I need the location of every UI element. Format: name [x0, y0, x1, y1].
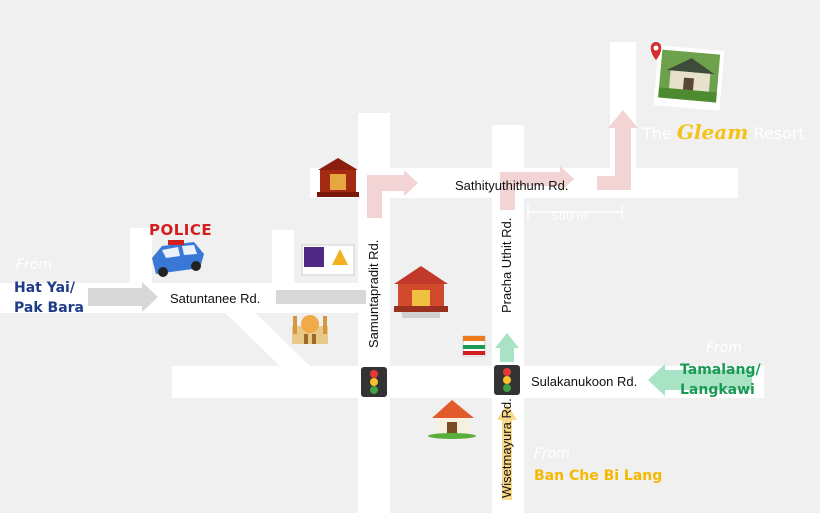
bank-icon [301, 244, 355, 276]
convenience-store-icon [462, 335, 486, 357]
resort-name: The Gleam Resort [642, 120, 805, 144]
distance-label: 500 m [552, 210, 588, 223]
route-arrow-east [500, 166, 574, 210]
road-label-pracha-uthit: Pracha Uthit Rd. [499, 217, 514, 313]
house-icon [428, 400, 476, 439]
resort-name-prefix: The [642, 124, 672, 143]
origin-west-line2: Pak Bara [14, 300, 84, 316]
origin-west: Hat Yai/ Pak Bara [14, 278, 84, 318]
road-label-saturntanee: Satuntanee Rd. [170, 291, 261, 306]
origin-west-line1: Hat Yai/ [14, 280, 75, 296]
road-spur-west [130, 228, 152, 298]
road-label-sulakanukoon: Sulakanukoon Rd. [531, 374, 638, 389]
east-arrow [648, 364, 752, 396]
origin-east: Tamalang/ Langkawi [680, 360, 761, 400]
north-arrow-pracha [495, 333, 519, 362]
south-arrow [497, 404, 517, 500]
route-arrow-to-resort [597, 110, 638, 190]
location-pin-icon [650, 42, 662, 60]
from-label-west: From [16, 257, 53, 273]
road-label-sathityuthithum: Sathityuthithum Rd. [455, 178, 569, 193]
road-spur-mid [272, 230, 294, 300]
court-icon [317, 158, 359, 197]
traffic-light-west-icon [361, 367, 387, 397]
origin-east-line1: Tamalang/ [680, 362, 761, 378]
mosque-icon [292, 315, 328, 344]
shrine-icon [394, 266, 448, 318]
resort-photo [653, 45, 725, 111]
road-diagonal [210, 298, 310, 366]
police-label: POLICE [149, 221, 213, 239]
police-car-icon [152, 240, 204, 277]
west-arrow-ext [276, 290, 366, 304]
west-arrow [88, 282, 158, 312]
road-label-wisetmayura: Wisetmayura Rd. [499, 398, 514, 498]
from-label-east: From [706, 340, 743, 356]
origin-south: Ban Che Bi Lang [534, 468, 663, 484]
route-arrow-to-sathityuthithum [367, 170, 418, 218]
road-network [0, 42, 764, 513]
road-label-samuntapradit: Samuntapradit Rd. [366, 239, 381, 348]
resort-name-highlight: Gleam [676, 120, 749, 144]
traffic-light-east-icon [494, 365, 520, 395]
resort-name-suffix: Resort [753, 124, 805, 143]
distance-scale [527, 205, 623, 219]
origin-east-line2: Langkawi [680, 382, 755, 398]
from-label-south: From [534, 446, 571, 462]
